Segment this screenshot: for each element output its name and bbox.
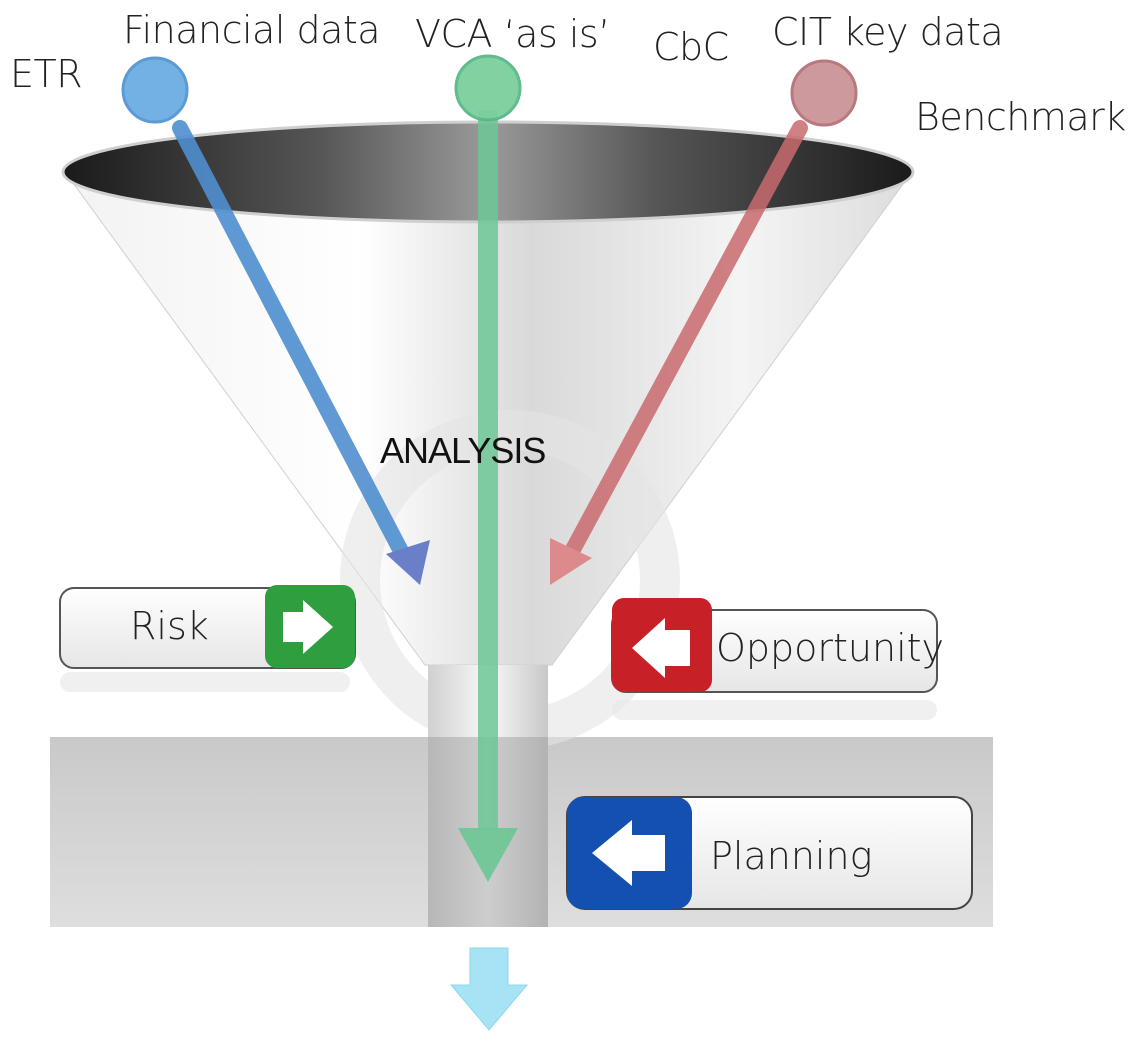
arrow-left-icon	[592, 820, 665, 886]
vca-as-is-label: VCA ‘as is’	[415, 12, 610, 56]
vca-as-is-arrow	[454, 54, 522, 882]
opportunity-label: Opportunity	[716, 626, 945, 670]
arrow-down-icon	[449, 947, 529, 1031]
arrow-left-icon	[632, 618, 690, 678]
risk-label: Risk	[130, 604, 209, 648]
financial-data-arrow	[121, 56, 430, 585]
financial-data-label: Financial data	[123, 8, 381, 52]
cit-key-data-arrow	[550, 59, 858, 585]
cbc-label: CbC	[653, 25, 729, 69]
planning-label: Planning	[710, 834, 873, 878]
cit-key-data-label: CIT key data	[772, 10, 1004, 54]
planning-button[interactable]	[566, 796, 973, 910]
risk-button[interactable]	[59, 585, 356, 692]
benchmark-label: Benchmark	[915, 95, 1126, 139]
etr-label: ETR	[10, 52, 83, 96]
analysis-label: ANALYSIS	[380, 430, 546, 471]
opportunity-button[interactable]	[611, 598, 938, 720]
arrow-right-icon	[283, 600, 333, 654]
